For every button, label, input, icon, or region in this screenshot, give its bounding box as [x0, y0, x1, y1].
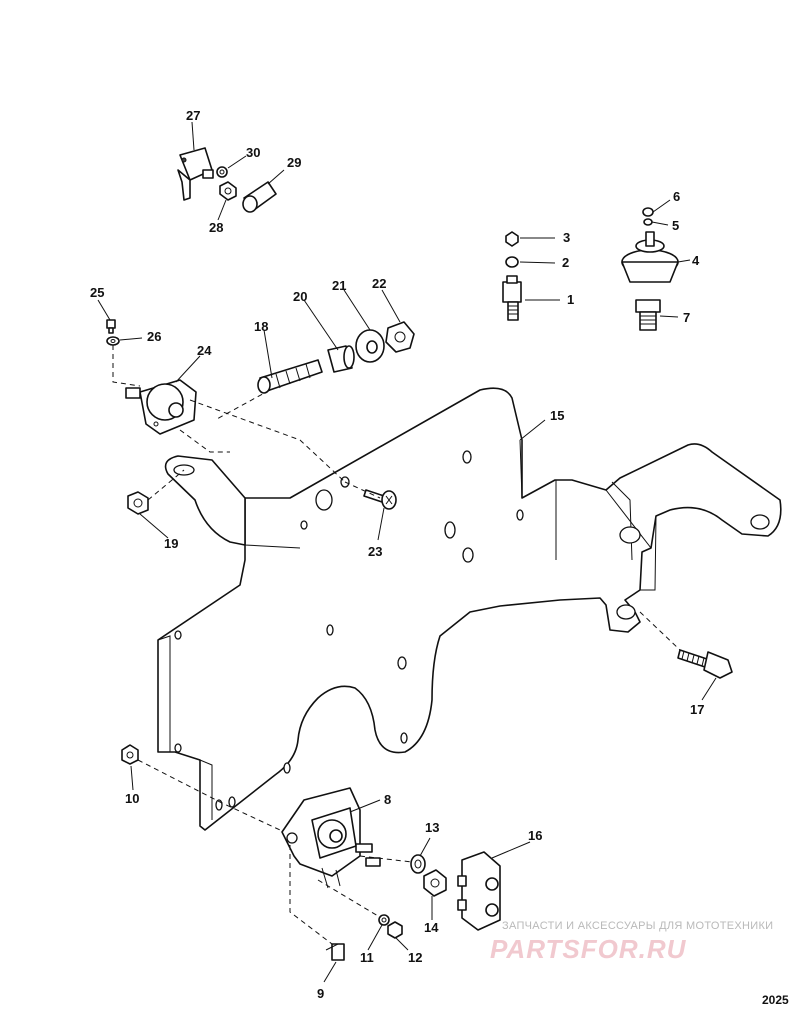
screw-part-25 [106, 319, 116, 334]
nut-part-12 [387, 921, 403, 939]
nut-part-14 [423, 869, 447, 897]
callout-22: 22 [372, 276, 386, 291]
sensor-part-24 [125, 379, 197, 435]
bolt-part-17 [677, 649, 733, 679]
washer-part-13 [410, 854, 426, 874]
nut-part-19 [127, 491, 149, 515]
callout-24: 24 [197, 343, 212, 358]
nut-part-28 [219, 181, 237, 201]
callout-10: 10 [125, 791, 139, 806]
washer-part-21 [355, 329, 385, 363]
callout-12: 12 [408, 950, 422, 965]
callout-21: 21 [332, 278, 346, 293]
assembly-dashed-lines [112, 345, 681, 945]
callout-4: 4 [692, 253, 700, 268]
callout-2: 2 [562, 255, 569, 270]
callout-18: 18 [254, 319, 268, 334]
figure-number: 2025 [762, 993, 789, 1007]
nut-part-10 [121, 744, 139, 765]
callout-14: 14 [424, 920, 439, 935]
solenoid-part-8 [281, 787, 381, 889]
stud-part-18 [257, 359, 323, 394]
callout-11: 11 [360, 950, 374, 965]
sender-part-1 [502, 275, 522, 321]
callout-20: 20 [293, 289, 307, 304]
watermark: ЗАПЧАСТИ И АКСЕССУАРЫ ДЛЯ МОТОТЕХНИКИ PA… [490, 920, 773, 964]
bolt-part-23 [363, 489, 397, 510]
callout-5: 5 [672, 218, 679, 233]
callout-19: 19 [164, 536, 178, 551]
callout-13: 13 [425, 820, 439, 835]
callout-1: 1 [567, 292, 574, 307]
spacer-part-20 [327, 345, 355, 373]
callout-28: 28 [209, 220, 223, 235]
nut-part-6 [642, 207, 654, 217]
nut-part-3 [505, 231, 519, 247]
watermark-tagline: ЗАПЧАСТИ И АКСЕССУАРЫ ДЛЯ МОТОТЕХНИКИ [502, 920, 773, 932]
callout-labels: 1 2 3 4 5 6 7 8 9 10 11 12 13 14 15 16 1… [90, 108, 704, 1001]
pressure-switch-part-4 [621, 231, 679, 283]
callout-3: 3 [563, 230, 570, 245]
callout-27: 27 [186, 108, 200, 123]
callout-17: 17 [690, 702, 704, 717]
switch-part-27 [177, 147, 214, 201]
callout-26: 26 [147, 329, 161, 344]
screw-part-9 [325, 943, 345, 961]
nut-part-22 [385, 321, 415, 353]
callout-8: 8 [384, 792, 391, 807]
washer-part-5 [643, 218, 653, 226]
callout-9: 9 [317, 986, 324, 1001]
callout-15: 15 [550, 408, 564, 423]
nut-part-2 [505, 256, 519, 268]
callout-leader-lines [97, 121, 717, 983]
knob-part-29 [242, 181, 277, 213]
callout-16: 16 [528, 828, 542, 843]
washer-part-30 [216, 166, 228, 178]
washer-part-26 [106, 336, 120, 346]
callout-25: 25 [90, 285, 104, 300]
callout-23: 23 [368, 544, 382, 559]
terminal-block-part-16 [457, 851, 501, 931]
washer-part-11 [378, 914, 390, 926]
callout-30: 30 [246, 145, 260, 160]
callout-6: 6 [673, 189, 680, 204]
fitting-part-7 [635, 299, 661, 331]
callout-7: 7 [683, 310, 690, 325]
callout-29: 29 [287, 155, 301, 170]
mounting-plate-part-15 [157, 387, 782, 831]
watermark-logo-text: PARTSFOR.RU [490, 934, 687, 964]
